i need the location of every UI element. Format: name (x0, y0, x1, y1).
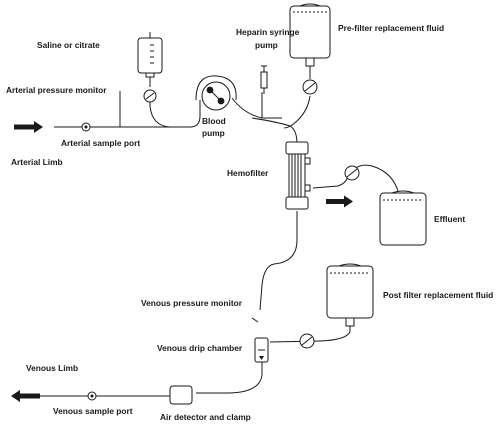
venous-outflow-arrow-icon (11, 390, 40, 402)
label-arterial-limb: Arterial Limb (11, 157, 63, 167)
label-prefilter: Pre-filter replacement fluid (338, 23, 444, 33)
arterial-inflow-arrow-icon (14, 121, 43, 133)
postfilter-clamp (299, 333, 315, 349)
label-blood-pump-line1: Blood (202, 116, 226, 126)
label-heparin-line1: Heparin syringe (236, 27, 300, 37)
label-effluent: Effluent (434, 214, 465, 224)
label-postfilter: Post filter replacement fluid (383, 290, 493, 300)
effluent-arrow-icon (326, 195, 353, 208)
effluent-clamp (344, 165, 360, 181)
label-saline: Saline or citrate (37, 40, 100, 50)
label-venous-limb: Venous Limb (26, 363, 78, 373)
blood-pump (195, 75, 237, 111)
venous-drip-chamber (251, 317, 269, 363)
label-air-detector: Air detector and clamp (160, 412, 251, 422)
label-venous-drip: Venous drip chamber (157, 343, 243, 353)
saline-line (149, 92, 171, 128)
saline-bag (137, 32, 163, 103)
hemofilter (285, 141, 311, 210)
venous-sample-port (87, 391, 97, 401)
label-blood-pump-line2: pump (202, 128, 225, 138)
label-hemofilter: Hemofilter (227, 168, 269, 178)
drip-to-detector-line (196, 362, 263, 394)
labels: Saline or citrate Heparin syringe pump P… (6, 23, 493, 422)
effluent-bag (379, 190, 427, 246)
arterial-line (54, 100, 201, 128)
postfilter-line (269, 326, 351, 343)
postfilter-bag (326, 263, 374, 327)
pump-outlet-line (231, 97, 282, 119)
tubing (40, 91, 399, 397)
label-arterial-sample: Arterial sample port (61, 138, 140, 148)
label-venous-sample: Venous sample port (53, 406, 133, 416)
label-arterial-monitor: Arterial pressure monitor (6, 85, 107, 95)
prefilter-line (283, 95, 311, 129)
venous-return-line (259, 211, 298, 311)
heparin-syringe (260, 65, 268, 94)
label-heparin-line2: pump (255, 40, 278, 50)
to-hemofilter-line (251, 117, 298, 145)
label-venous-monitor: Venous pressure monitor (141, 298, 243, 308)
arterial-sample-port (81, 122, 91, 132)
prefilter-bag (289, 3, 331, 95)
air-detector (169, 385, 193, 405)
